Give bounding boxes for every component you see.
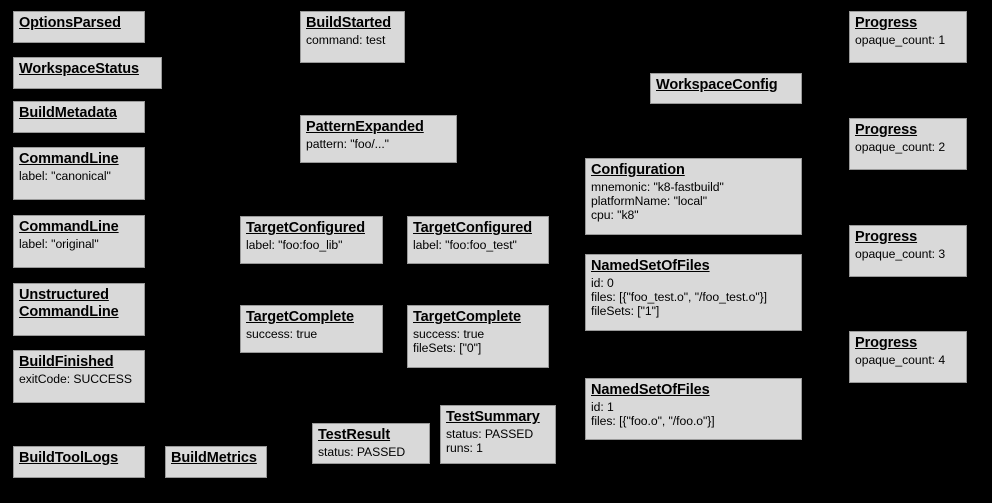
node-field: opaque_count: 2 (855, 139, 946, 154)
node-field: status: PASSED (446, 426, 534, 441)
node-title: Progress (855, 122, 918, 138)
node-field: opaque_count: 1 (855, 32, 946, 47)
node-build-tool-logs[interactable]: BuildToolLogs (13, 446, 145, 478)
node-field: fileSets: ["0"] (413, 340, 482, 355)
node-title: Unstructured CommandLine (19, 287, 119, 320)
node-command-line-canonical[interactable]: CommandLine label: "canonical" (13, 147, 145, 200)
node-title: NamedSetOfFiles (591, 258, 710, 274)
node-field: fileSets: ["1"] (591, 304, 660, 319)
node-title: Progress (855, 335, 918, 351)
node-progress-4[interactable]: Progress opaque_count: 4 (849, 331, 967, 383)
node-field: label: "foo:foo_test" (413, 237, 517, 252)
node-fields: label: "foo:foo_lib" (246, 238, 377, 252)
node-title: TargetComplete (413, 309, 521, 325)
node-title: TargetConfigured (413, 220, 532, 236)
node-title: BuildToolLogs (19, 450, 119, 466)
node-fields: label: "original" (19, 237, 139, 251)
node-title: BuildStarted (306, 15, 392, 31)
node-test-result[interactable]: TestResult status: PASSED (312, 423, 430, 464)
node-target-complete-lib[interactable]: TargetComplete success: true (240, 305, 383, 353)
node-field: mnemonic: "k8-fastbuild" (591, 179, 724, 194)
node-progress-1[interactable]: Progress opaque_count: 1 (849, 11, 967, 63)
node-title: BuildMetadata (19, 105, 117, 121)
node-field: pattern: "foo/..." (306, 136, 389, 151)
node-field: command: test (306, 32, 386, 47)
node-fields: label: "canonical" (19, 169, 139, 183)
node-fields: label: "foo:foo_test" (413, 238, 543, 252)
node-fields: success: true (246, 327, 377, 341)
node-title: TestSummary (446, 409, 540, 425)
node-field: files: [{"foo_test.o", "/foo_test.o"}] (591, 289, 767, 304)
node-fields: id: 0 files: [{"foo_test.o", "/foo_test.… (591, 276, 796, 318)
node-fields: pattern: "foo/..." (306, 137, 451, 151)
node-build-metadata[interactable]: BuildMetadata (13, 101, 145, 133)
node-field: opaque_count: 3 (855, 246, 946, 261)
node-fields: status: PASSED (318, 445, 424, 459)
node-target-configured-test[interactable]: TargetConfigured label: "foo:foo_test" (407, 216, 549, 264)
node-test-summary[interactable]: TestSummary status: PASSED runs: 1 (440, 405, 556, 464)
node-pattern-expanded[interactable]: PatternExpanded pattern: "foo/..." (300, 115, 457, 163)
node-title: WorkspaceStatus (19, 61, 139, 77)
node-fields: opaque_count: 1 (855, 33, 961, 47)
node-field: success: true (413, 326, 485, 341)
node-fields: status: PASSED runs: 1 (446, 427, 550, 455)
node-unstructured-command-line[interactable]: Unstructured CommandLine (13, 283, 145, 336)
node-named-set-of-files-1[interactable]: NamedSetOfFiles id: 1 files: [{"foo.o", … (585, 378, 802, 440)
node-title: NamedSetOfFiles (591, 382, 710, 398)
node-workspace-config[interactable]: WorkspaceConfig (650, 73, 802, 104)
node-target-complete-test[interactable]: TargetComplete success: true fileSets: [… (407, 305, 549, 368)
node-fields: opaque_count: 4 (855, 353, 961, 367)
node-command-line-original[interactable]: CommandLine label: "original" (13, 215, 145, 268)
node-named-set-of-files-0[interactable]: NamedSetOfFiles id: 0 files: [{"foo_test… (585, 254, 802, 331)
node-title: CommandLine (19, 151, 119, 167)
node-fields: id: 1 files: [{"foo.o", "/foo.o"}] (591, 400, 796, 428)
node-options-parsed[interactable]: OptionsParsed (13, 11, 145, 43)
node-target-configured-lib[interactable]: TargetConfigured label: "foo:foo_lib" (240, 216, 383, 264)
node-field: label: "canonical" (19, 168, 111, 183)
node-fields: command: test (306, 33, 399, 47)
node-fields: success: true fileSets: ["0"] (413, 327, 543, 355)
node-build-metrics[interactable]: BuildMetrics (165, 446, 267, 478)
node-build-finished[interactable]: BuildFinished exitCode: SUCCESS (13, 350, 145, 403)
node-build-started[interactable]: BuildStarted command: test (300, 11, 405, 63)
node-title: Configuration (591, 162, 685, 178)
node-fields: opaque_count: 2 (855, 140, 961, 154)
node-title: Progress (855, 229, 918, 245)
node-field: files: [{"foo.o", "/foo.o"}] (591, 413, 715, 428)
node-configuration[interactable]: Configuration mnemonic: "k8-fastbuild" p… (585, 158, 802, 235)
node-progress-2[interactable]: Progress opaque_count: 2 (849, 118, 967, 170)
node-field: platformName: "local" (591, 193, 707, 208)
node-title: Progress (855, 15, 918, 31)
node-title: OptionsParsed (19, 15, 121, 31)
node-fields: opaque_count: 3 (855, 247, 961, 261)
node-title: BuildMetrics (171, 450, 257, 466)
node-title: CommandLine (19, 219, 119, 235)
node-field: success: true (246, 326, 318, 341)
node-progress-3[interactable]: Progress opaque_count: 3 (849, 225, 967, 277)
node-title: TestResult (318, 427, 391, 443)
node-field: status: PASSED (318, 444, 406, 459)
node-fields: exitCode: SUCCESS (19, 372, 139, 386)
node-title: TargetConfigured (246, 220, 365, 236)
node-field: runs: 1 (446, 440, 483, 455)
node-field: label: "foo:foo_lib" (246, 237, 343, 252)
node-workspace-status[interactable]: WorkspaceStatus (13, 57, 162, 89)
node-title: WorkspaceConfig (656, 77, 778, 93)
node-field: exitCode: SUCCESS (19, 371, 132, 386)
node-field: label: "original" (19, 236, 99, 251)
node-field: opaque_count: 4 (855, 352, 946, 367)
node-field: id: 0 (591, 275, 614, 290)
node-title: PatternExpanded (306, 119, 424, 135)
node-field: cpu: "k8" (591, 208, 639, 223)
node-title: BuildFinished (19, 354, 114, 370)
node-title: TargetComplete (246, 309, 354, 325)
node-field: id: 1 (591, 399, 614, 414)
node-fields: mnemonic: "k8-fastbuild" platformName: "… (591, 180, 796, 222)
